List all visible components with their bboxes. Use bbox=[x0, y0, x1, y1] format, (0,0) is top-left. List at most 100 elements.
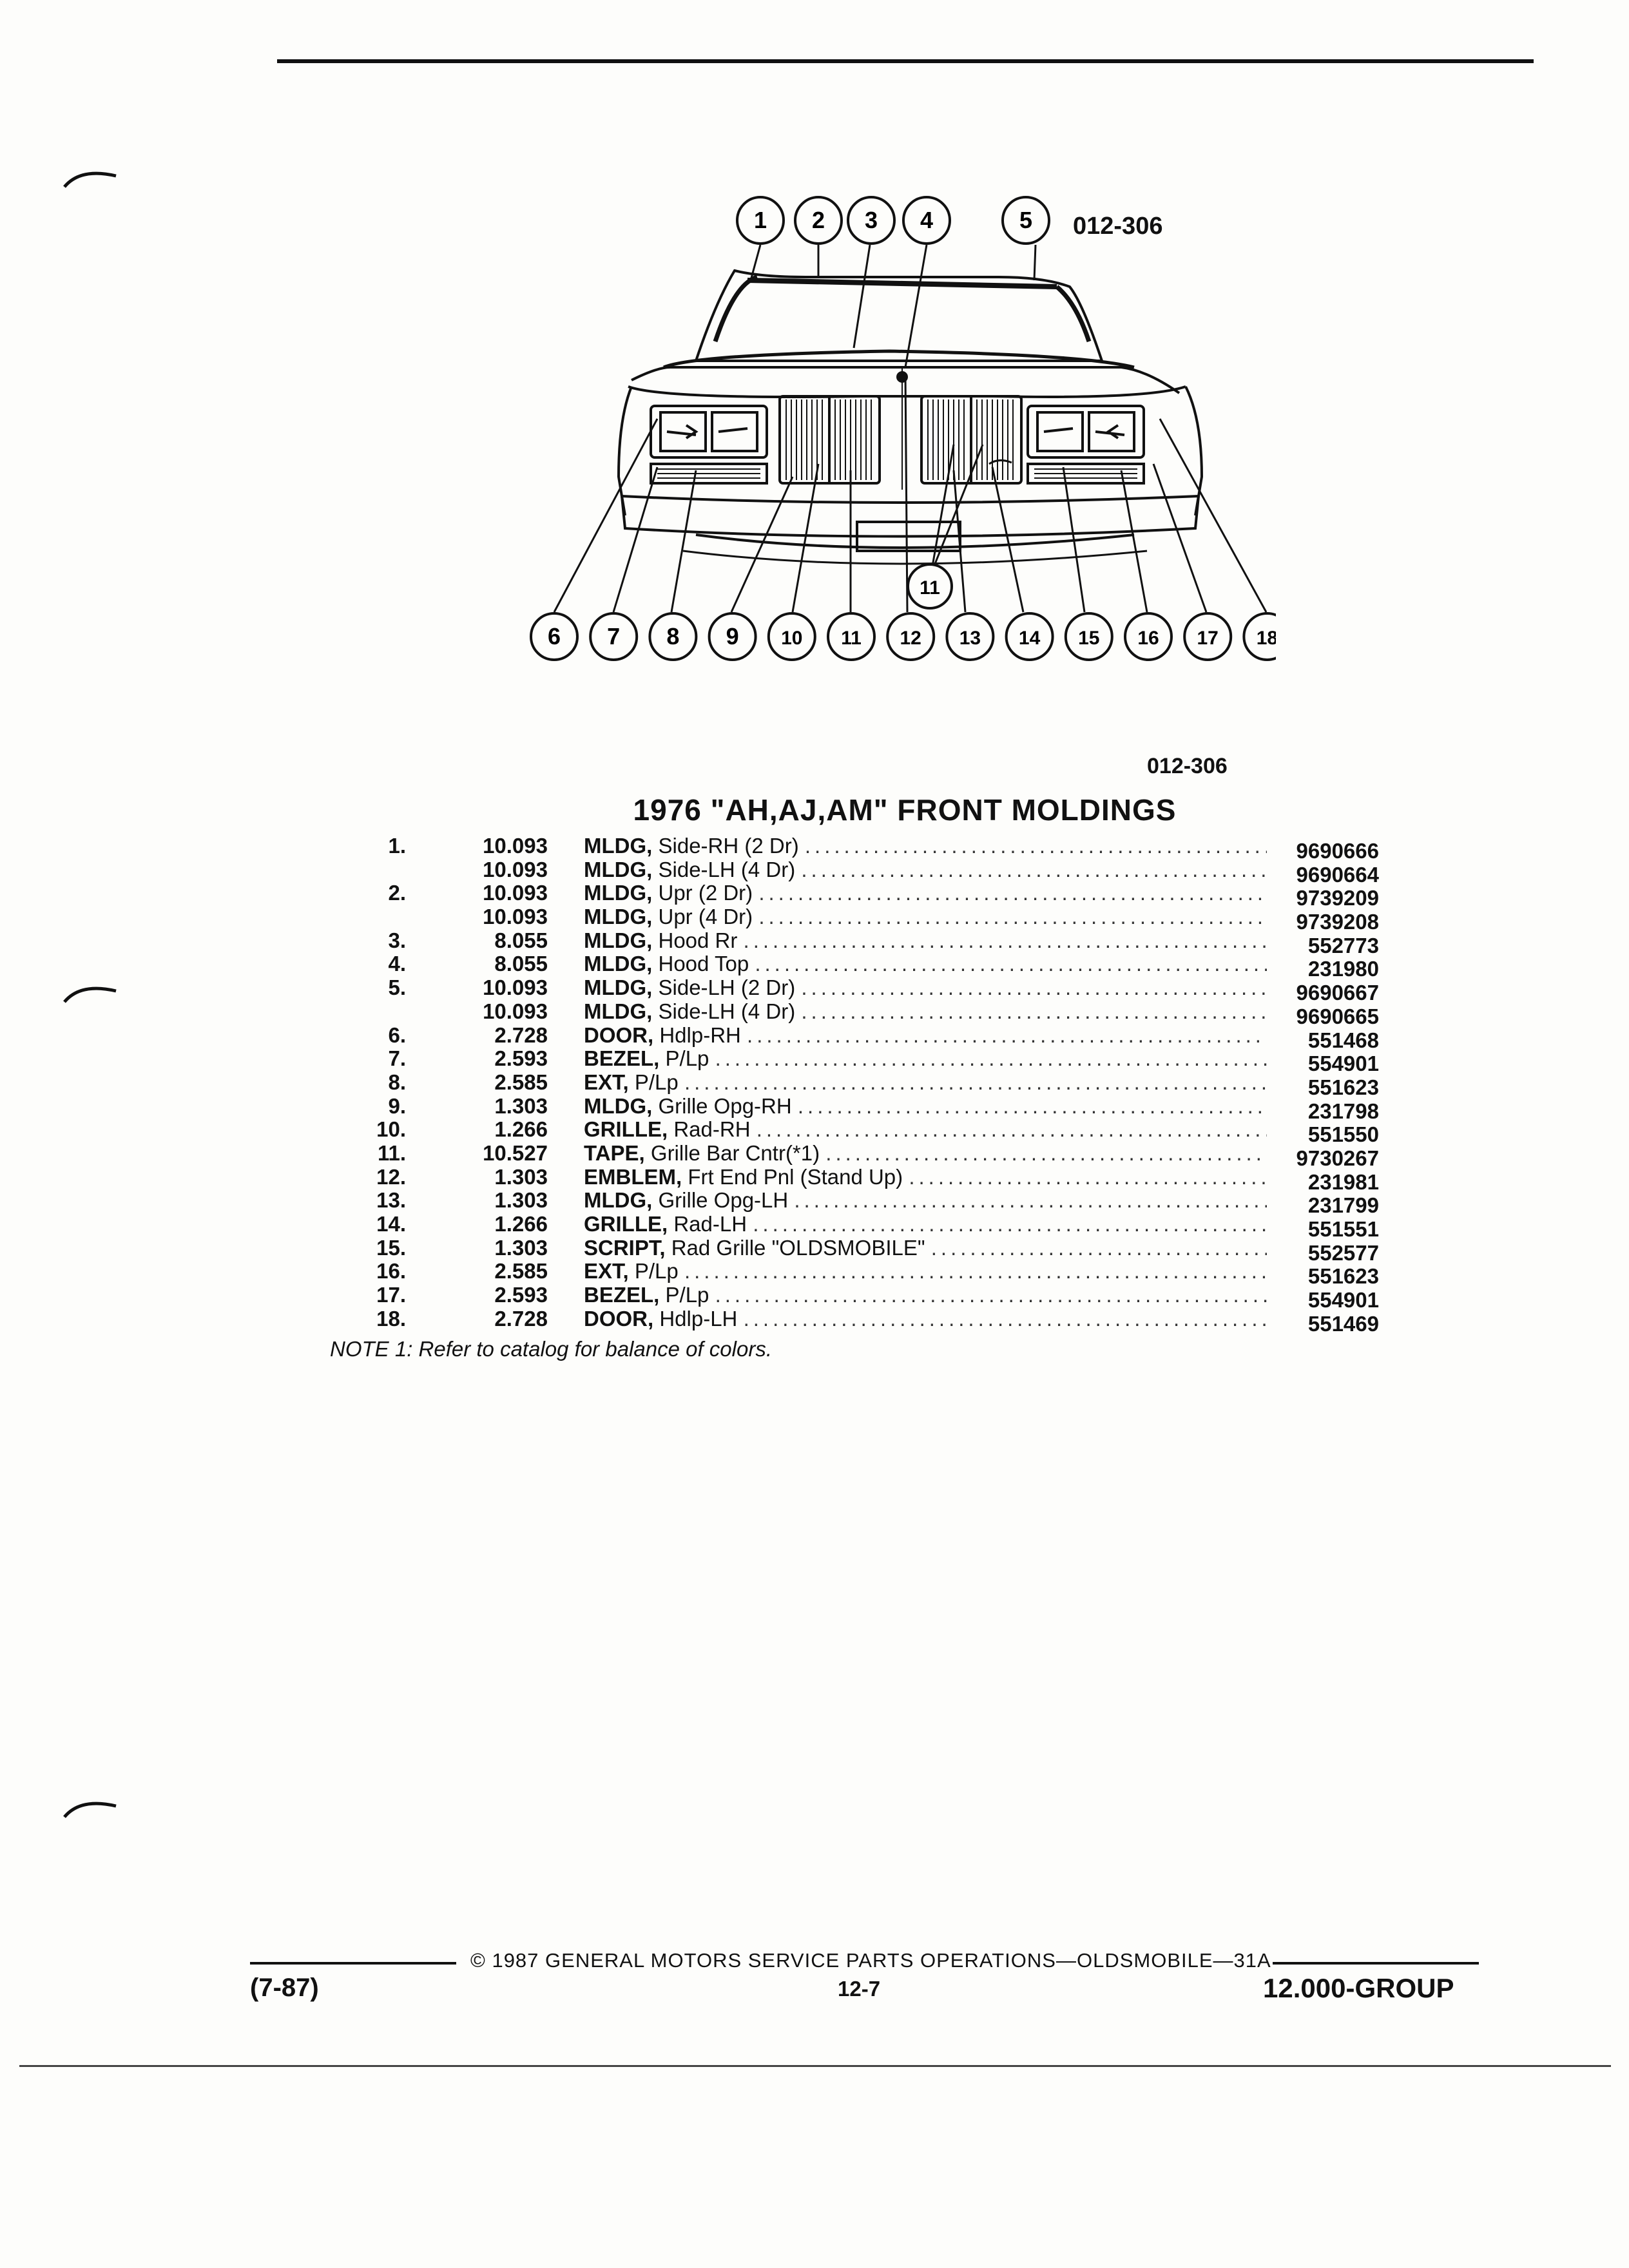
part-number: 552773 bbox=[1307, 933, 1379, 957]
part-description: DOOR, Hdlp-RH ..........................… bbox=[584, 1024, 1267, 1048]
part-number: 552577 bbox=[1307, 1240, 1379, 1265]
item-number: 6. bbox=[388, 1023, 406, 1047]
part-detail: P/Lp bbox=[659, 1047, 715, 1071]
part-name: MLDG, bbox=[584, 905, 653, 929]
item-number: 17. bbox=[376, 1283, 406, 1307]
group-code: 2.728 bbox=[494, 1023, 548, 1047]
item-number: 11. bbox=[377, 1140, 406, 1165]
leader-dots: ........................................… bbox=[801, 999, 1267, 1023]
leader-dots: ........................................… bbox=[797, 1094, 1267, 1118]
leader-dots: ........................................… bbox=[747, 1023, 1267, 1047]
part-detail: Side-RH (2 Dr) bbox=[652, 834, 805, 858]
part-detail: Rad-RH bbox=[668, 1118, 757, 1142]
callout-circle bbox=[530, 612, 579, 661]
group-code: 10.527 bbox=[483, 1140, 548, 1165]
callout-number: 8 bbox=[666, 623, 679, 649]
diagram-ref-top: 012-306 bbox=[1073, 213, 1163, 240]
part-number: 9690666 bbox=[1296, 839, 1379, 863]
part-description: MLDG, Grille Opg-RH ....................… bbox=[584, 1095, 1267, 1119]
group-code: 2.593 bbox=[494, 1046, 548, 1071]
part-number: 551469 bbox=[1307, 1311, 1379, 1336]
part-detail: Upr (2 Dr) bbox=[652, 881, 759, 905]
part-description: EXT, P/Lp ..............................… bbox=[584, 1071, 1267, 1095]
part-number: 9690665 bbox=[1296, 1004, 1379, 1028]
part-name: MLDG, bbox=[584, 976, 653, 1000]
leader-dots: ........................................… bbox=[930, 1236, 1267, 1260]
part-name: EXT, bbox=[584, 1070, 629, 1094]
group-code: 10.093 bbox=[483, 857, 548, 881]
group-code: 2.585 bbox=[494, 1259, 548, 1283]
part-number: 551623 bbox=[1307, 1075, 1379, 1099]
oldsmobile-script bbox=[988, 459, 1012, 465]
part-name: MLDG, bbox=[584, 858, 653, 881]
part-description: BEZEL, P/Lp ............................… bbox=[584, 1047, 1267, 1071]
callout-number: 18 bbox=[1257, 628, 1276, 649]
callout-number: 3 bbox=[865, 207, 878, 233]
callout-number: 17 bbox=[1197, 628, 1219, 649]
callout-circle bbox=[945, 612, 995, 661]
footer-page-number: 12-7 bbox=[838, 1977, 881, 2001]
part-description: SCRIPT, Rad Grille "OLDSMOBILE" ........… bbox=[584, 1236, 1267, 1260]
callout-number: 5 bbox=[1019, 207, 1032, 233]
footer-copyright: © 1987 GENERAL MOTORS SERVICE PARTS OPER… bbox=[470, 1949, 1271, 1972]
leader-dots: ........................................… bbox=[743, 1307, 1267, 1331]
windshield-outline bbox=[694, 269, 1104, 362]
part-detail: Side-LH (4 Dr) bbox=[652, 999, 802, 1023]
leader-dots: ........................................… bbox=[794, 1189, 1267, 1213]
part-number: 9739208 bbox=[1296, 910, 1379, 934]
group-code: 8.055 bbox=[494, 952, 548, 976]
part-name: MLDG, bbox=[584, 928, 653, 952]
leader-dots: ........................................… bbox=[801, 858, 1267, 881]
leader-dots: ........................................… bbox=[743, 928, 1267, 952]
part-description: MLDG, Hood Top .........................… bbox=[584, 952, 1267, 976]
footer-group: 12.000-GROUP bbox=[1263, 1973, 1454, 2003]
part-detail: P/Lp bbox=[628, 1070, 684, 1094]
group-code: 1.303 bbox=[494, 1235, 548, 1260]
group-code: 2.593 bbox=[494, 1283, 548, 1307]
part-description: MLDG, Side-RH (2 Dr) ...................… bbox=[584, 834, 1267, 858]
leader-dots: ........................................… bbox=[756, 1118, 1267, 1142]
item-number: 7. bbox=[388, 1046, 406, 1071]
part-description: MLDG, Hood Rr ..........................… bbox=[584, 929, 1267, 953]
part-description: MLDG, Side-LH (2 Dr) ...................… bbox=[584, 976, 1267, 1000]
item-number: 5. bbox=[388, 975, 406, 1000]
part-number: 551468 bbox=[1307, 1028, 1379, 1052]
callout-circle bbox=[767, 612, 816, 661]
part-name: MLDG, bbox=[584, 999, 653, 1023]
part-number: 231980 bbox=[1307, 957, 1379, 981]
callout-number: 2 bbox=[812, 207, 825, 233]
part-number: 9730267 bbox=[1296, 1146, 1379, 1170]
part-number: 231798 bbox=[1307, 1099, 1379, 1123]
callout-number: 15 bbox=[1078, 628, 1099, 649]
callout-number: 12 bbox=[900, 628, 921, 649]
leader-dots: ........................................… bbox=[715, 1283, 1267, 1307]
top-rule bbox=[277, 59, 1534, 63]
group-code: 10.093 bbox=[483, 834, 548, 858]
callout-circle bbox=[827, 612, 876, 661]
footer-date: (7-87) bbox=[250, 1974, 319, 2002]
callout-number: 11 bbox=[920, 577, 940, 599]
part-number: 554901 bbox=[1307, 1288, 1379, 1312]
callout-circle bbox=[589, 612, 639, 661]
group-code: 2.728 bbox=[494, 1306, 548, 1331]
part-description: MLDG, Grille Opg-LH ....................… bbox=[584, 1189, 1267, 1213]
part-detail: Upr (4 Dr) bbox=[652, 905, 759, 929]
callout-circle bbox=[708, 612, 757, 661]
part-name: TAPE, bbox=[584, 1141, 645, 1165]
part-description: EMBLEM, Frt End Pnl (Stand Up) .........… bbox=[584, 1166, 1267, 1189]
callout-number: 1 bbox=[754, 207, 767, 233]
callout-number: 10 bbox=[781, 628, 802, 649]
item-number: 13. bbox=[376, 1188, 406, 1213]
group-code: 2.585 bbox=[494, 1070, 548, 1094]
part-name: DOOR, bbox=[584, 1023, 654, 1047]
